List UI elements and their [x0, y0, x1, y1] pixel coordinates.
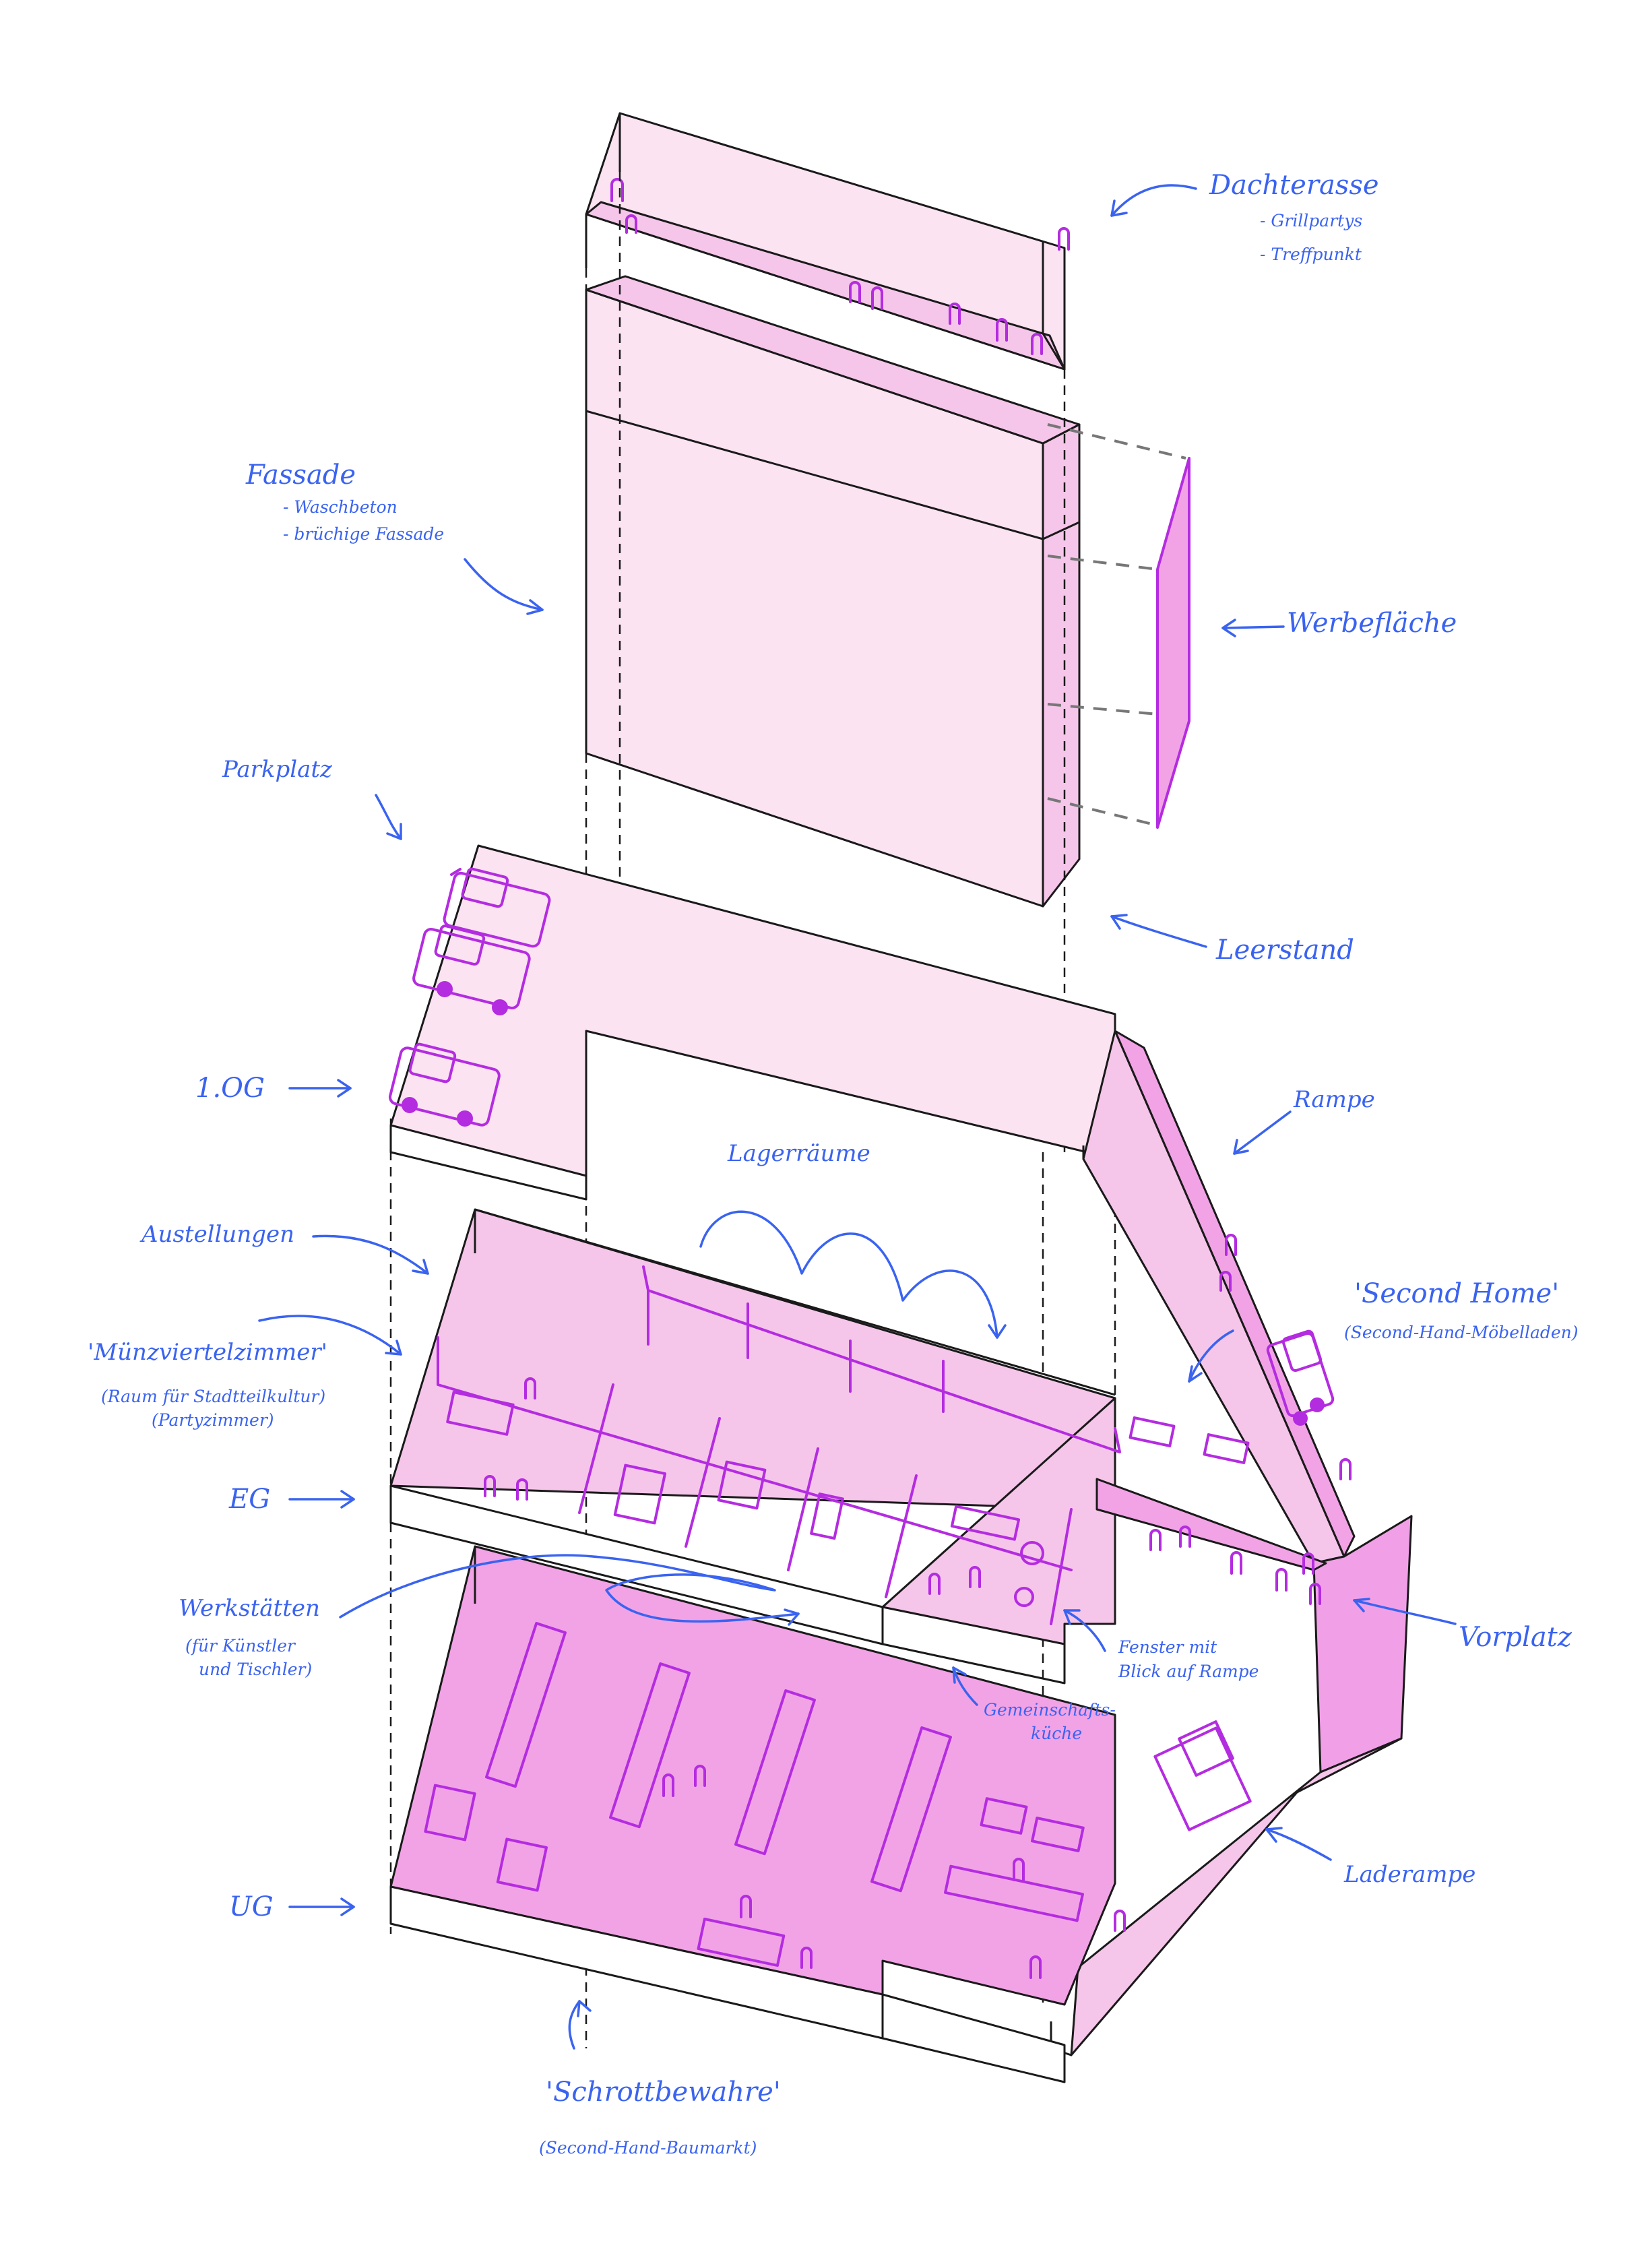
label-1og: 1.OG [195, 1073, 265, 1104]
ramp-people-and-van [1219, 1234, 1352, 1480]
label-second-home-sub: (Second-Hand-Möbelladen) [1344, 1323, 1579, 1342]
advertising-panel [1047, 423, 1190, 829]
basement-shelves-and-objects [424, 1622, 1252, 1979]
basement-floor [389, 1545, 1116, 2083]
label-eg: EG [229, 1484, 271, 1515]
ground-floor-furniture [446, 1377, 1321, 1607]
label-leerstand: Leerstand [1216, 935, 1354, 966]
label-werkstaetten-sub1: (für Künstler [185, 1636, 295, 1656]
label-werbeflaeche: Werbefläche [1287, 608, 1457, 639]
label-vorplatz: Vorplatz [1459, 1622, 1572, 1653]
annotation-arrows [258, 184, 1457, 2050]
label-muenzviertelzimmer-sub2: (Partyzimmer) [152, 1410, 274, 1430]
label-ug: UG [229, 1891, 274, 1922]
tower-facade [585, 275, 1081, 908]
roof-people [610, 178, 1070, 355]
label-fenster-line1: Fenster mit [1118, 1637, 1217, 1657]
label-gemeinschaftskueche-line2: küche [1031, 1724, 1083, 1743]
ground-floor-walls [437, 1265, 1121, 1625]
parked-cars [388, 867, 551, 1127]
label-gemeinschaftskueche-line1: Gemeinschafts- [984, 1700, 1116, 1720]
label-muenzviertelzimmer: 'Münzviertelzimmer' [88, 1339, 327, 1366]
label-rampe: Rampe [1294, 1086, 1375, 1113]
label-muenzviertelzimmer-sub1: (Raum für Stadtteilkultur) [101, 1387, 326, 1406]
label-parkplatz: Parkplatz [222, 756, 332, 783]
ground-floor [389, 1208, 1327, 1685]
label-ausstellungen: Austellungen [141, 1221, 295, 1248]
label-fassade-item1: - Waschbeton [283, 497, 398, 517]
label-schrottbewahre: 'Schrottbewahre' [546, 2077, 781, 2108]
label-dachterrasse-item1: - Grillpartys [1260, 211, 1363, 230]
parking-deck [389, 844, 1116, 1201]
label-dachterrasse: Dachterasse [1209, 170, 1379, 201]
label-fassade: Fassade [246, 460, 356, 491]
label-schrottbewahre-sub: (Second-Hand-Baumarkt) [539, 2138, 757, 2158]
label-dachterrasse-item2: - Treffpunkt [1260, 245, 1362, 264]
label-werkstaetten: Werkstätten [179, 1595, 320, 1622]
label-laderampe: Laderampe [1344, 1861, 1476, 1888]
label-fassade-item2: - brüchige Fassade [283, 524, 445, 544]
label-lagerraeume: Lagerräume [728, 1140, 870, 1167]
roof-terrace [585, 112, 1066, 371]
ramp [1050, 1030, 1413, 2056]
label-fenster-line2: Blick auf Rampe [1118, 1662, 1259, 1681]
label-werkstaetten-sub2: und Tischler) [199, 1660, 313, 1679]
label-second-home: 'Second Home' [1354, 1278, 1560, 1309]
